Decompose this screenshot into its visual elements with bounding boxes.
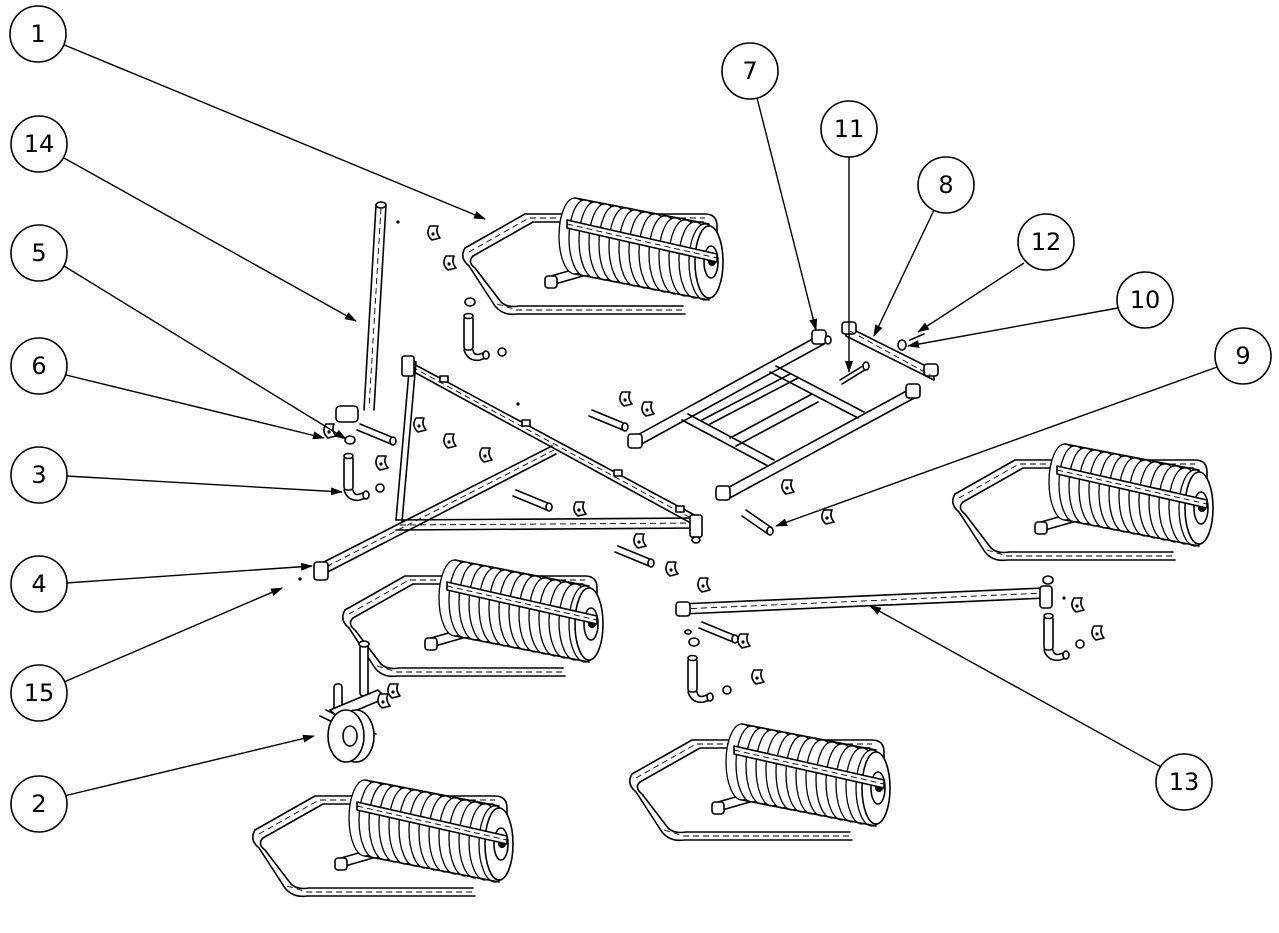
balloon-7: 7 <box>721 42 779 100</box>
bolt <box>839 361 870 385</box>
balloon-label: 1 <box>30 20 45 48</box>
balloon-10: 10 <box>1116 271 1174 329</box>
balloon-13: 13 <box>1155 753 1213 811</box>
assembly-parts <box>251 197 1214 898</box>
balloon-15: 15 <box>10 664 68 722</box>
balloon-12: 12 <box>1017 213 1075 271</box>
balloon-2: 2 <box>10 775 68 833</box>
balloon-label: 2 <box>31 790 46 818</box>
long-pin <box>741 509 774 536</box>
roller-assembly-middle <box>341 559 604 678</box>
balloon-9: 9 <box>1214 327 1272 385</box>
balloon-label: 5 <box>31 239 46 267</box>
balloon-1: 1 <box>9 5 67 63</box>
balloon-label: 14 <box>24 130 55 158</box>
balloon-11: 11 <box>820 100 878 158</box>
washer <box>897 339 907 351</box>
balloon-14: 14 <box>10 115 68 173</box>
roller-assembly-bottom-right <box>628 723 891 842</box>
balloon-5: 5 <box>10 224 68 282</box>
center-ladder-frame <box>627 329 921 501</box>
balloon-8: 8 <box>917 156 975 214</box>
balloon-label: 4 <box>31 570 46 598</box>
balloon-label: 6 <box>31 352 46 380</box>
balloon-label: 12 <box>1031 228 1062 256</box>
small-screw <box>909 333 925 341</box>
balloon-label: 9 <box>1235 342 1250 370</box>
main-triangle-frame <box>313 355 703 581</box>
balloon-label: 10 <box>1130 286 1161 314</box>
balloon-label: 8 <box>938 171 953 199</box>
balloon-6: 6 <box>10 337 68 395</box>
handle-bar <box>335 201 387 423</box>
balloon-label: 15 <box>24 679 55 707</box>
bracket-plate <box>841 321 939 381</box>
balloon-label: 3 <box>31 461 46 489</box>
balloon-3: 3 <box>10 446 68 504</box>
roller-assembly-bottom-left <box>251 779 514 898</box>
balloon-label: 11 <box>834 115 865 143</box>
balloon-4: 4 <box>10 555 68 613</box>
roller-assembly-top <box>461 197 724 316</box>
balloon-label: 7 <box>742 57 757 85</box>
roller-assembly-right <box>951 443 1214 562</box>
balloon-label: 13 <box>1169 768 1200 796</box>
tow-bar <box>675 585 1066 617</box>
leader-lines <box>61 43 1221 797</box>
caster-wheel-assembly <box>319 640 401 763</box>
